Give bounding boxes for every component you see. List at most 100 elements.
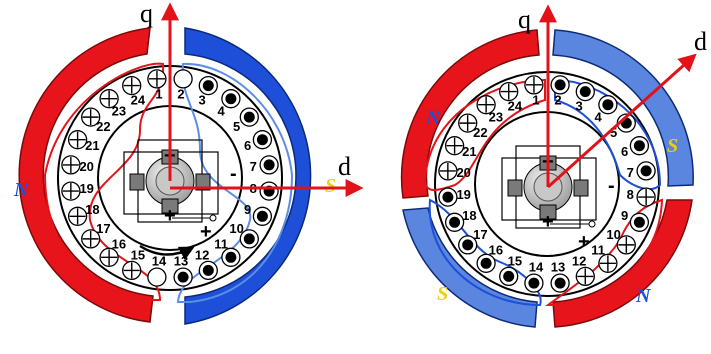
left-slot-number-24: 24 <box>131 92 146 107</box>
left-conductor-cross-1 <box>148 70 165 87</box>
left-slot-number-13: 13 <box>174 253 188 268</box>
right-conductor-cross-24 <box>500 83 517 100</box>
right-slot-number-17: 17 <box>473 227 487 242</box>
left-slot-number-22: 22 <box>96 119 110 134</box>
right-slot-number-19: 19 <box>456 187 470 202</box>
left-conductor-dot-4 <box>225 93 237 105</box>
left-conductor-cross-15 <box>123 262 140 279</box>
north-lower-label: N <box>635 285 652 307</box>
right-conductor-cross-12 <box>577 268 594 285</box>
south-pole-magnet-lower <box>402 207 538 328</box>
flux-path-blue <box>176 62 294 303</box>
right-conductor-dot-9 <box>633 216 645 228</box>
left-conductor-dot-5 <box>243 111 255 123</box>
right-conductor-cross-20 <box>439 162 456 179</box>
terminal-minus: - <box>230 163 237 185</box>
left-conductor-dot-10 <box>243 233 255 245</box>
north-pole-label: N <box>13 179 30 201</box>
left-conductor-cross-18 <box>69 208 86 225</box>
left-slot-number-12: 12 <box>195 248 209 263</box>
left-slot-number-15: 15 <box>131 248 145 263</box>
left-conductor-dot-6 <box>256 134 268 146</box>
right-slot-number-15: 15 <box>508 254 522 269</box>
right-conductor-dot-2 <box>554 79 566 91</box>
right-slot-number-18: 18 <box>462 208 476 223</box>
left-slot-number-18: 18 <box>85 202 99 217</box>
right-slot-number-2: 2 <box>554 93 561 108</box>
left-conductor-dot-12 <box>202 264 214 276</box>
q-axis-label: q <box>140 0 153 28</box>
terminal-plus-right: + <box>578 231 590 253</box>
left-slot-number-17: 17 <box>96 221 110 236</box>
left-slot-14 <box>147 267 167 287</box>
south-lower-label: S <box>437 283 448 305</box>
right-slot-number-3: 3 <box>575 98 582 113</box>
south-pole-magnet <box>184 27 312 325</box>
right-conductor-cross-21 <box>446 137 463 154</box>
right-conductor-dot-18 <box>449 216 461 228</box>
right-conductor-dot-13 <box>554 277 566 289</box>
right-slot-number-9: 9 <box>621 208 628 223</box>
left-slot-number-5: 5 <box>233 119 240 134</box>
d-axis-right <box>546 53 697 189</box>
terminal-plus: + <box>200 221 212 243</box>
q-axis-label-right: q <box>518 5 531 34</box>
right-slot-number-5: 5 <box>610 125 617 140</box>
left-conductor-cross-21 <box>69 131 86 148</box>
left-conductor-cross-24 <box>123 77 140 94</box>
right-conductor-cross-22 <box>459 115 476 132</box>
brush-plus-bottom-right: + <box>542 211 554 233</box>
right-slot-number-16: 16 <box>489 243 503 258</box>
right-slot-number-21: 21 <box>462 144 476 159</box>
right-slot-number-23: 23 <box>489 109 503 124</box>
left-slot-number-23: 23 <box>112 103 126 118</box>
left-slot-number-6: 6 <box>244 138 251 153</box>
right-slot-number-1: 1 <box>532 93 539 108</box>
south-upper-label: S <box>667 135 678 157</box>
left-slot-number-19: 19 <box>79 181 93 196</box>
right-conductor-dot-15 <box>503 270 515 282</box>
right-conductor-dot-6 <box>633 140 645 152</box>
left-conductor-dot-9 <box>256 210 268 222</box>
right-conductor-cross-8 <box>638 189 655 206</box>
left-conductor-dot-3 <box>202 80 214 92</box>
right-slot-number-11: 11 <box>591 243 605 258</box>
left-conductor-dot-7 <box>263 159 275 171</box>
left-slot-number-9: 9 <box>244 202 251 217</box>
right-slot-number-14: 14 <box>529 259 544 274</box>
left-motor: N S 123456789101112131415161718192021222… <box>13 0 364 325</box>
left-slot-2 <box>173 69 193 89</box>
right-conductor-dot-14 <box>528 277 540 289</box>
right-slot-number-22: 22 <box>473 125 487 140</box>
south-pole-magnet-upper <box>552 29 694 187</box>
right-slot-number-10: 10 <box>606 227 620 242</box>
left-slot-number-21: 21 <box>85 138 99 153</box>
left-slot-number-20: 20 <box>79 159 93 174</box>
brush-plus-bottom: + <box>164 205 176 227</box>
right-slot-number-12: 12 <box>572 254 586 269</box>
left-conductor-cross-16 <box>101 249 118 266</box>
right-slot-number-4: 4 <box>594 109 602 124</box>
left-conductor-dot-11 <box>225 251 237 263</box>
left-slot-number-16: 16 <box>112 237 126 252</box>
right-conductor-dot-19 <box>442 191 454 203</box>
left-slot-number-10: 10 <box>229 221 243 236</box>
terminal-minus-right: - <box>608 175 615 197</box>
left-conductor-dot-13 <box>177 271 189 283</box>
north-pole-magnet-lower <box>552 199 693 328</box>
north-pole-magnet-upper <box>400 29 540 199</box>
south-pole-label: S <box>325 175 336 197</box>
right-conductor-cross-23 <box>478 96 495 113</box>
right-conductor-cross-11 <box>599 255 616 272</box>
right-conductor-cross-1 <box>525 76 542 93</box>
left-slot-number-4: 4 <box>217 103 225 118</box>
left-slot-number-11: 11 <box>214 237 228 252</box>
right-slot-number-24: 24 <box>508 98 523 113</box>
left-slot-number-7: 7 <box>250 159 257 174</box>
left-slot-number-2: 2 <box>177 87 184 102</box>
right-slot-number-13: 13 <box>551 259 565 274</box>
